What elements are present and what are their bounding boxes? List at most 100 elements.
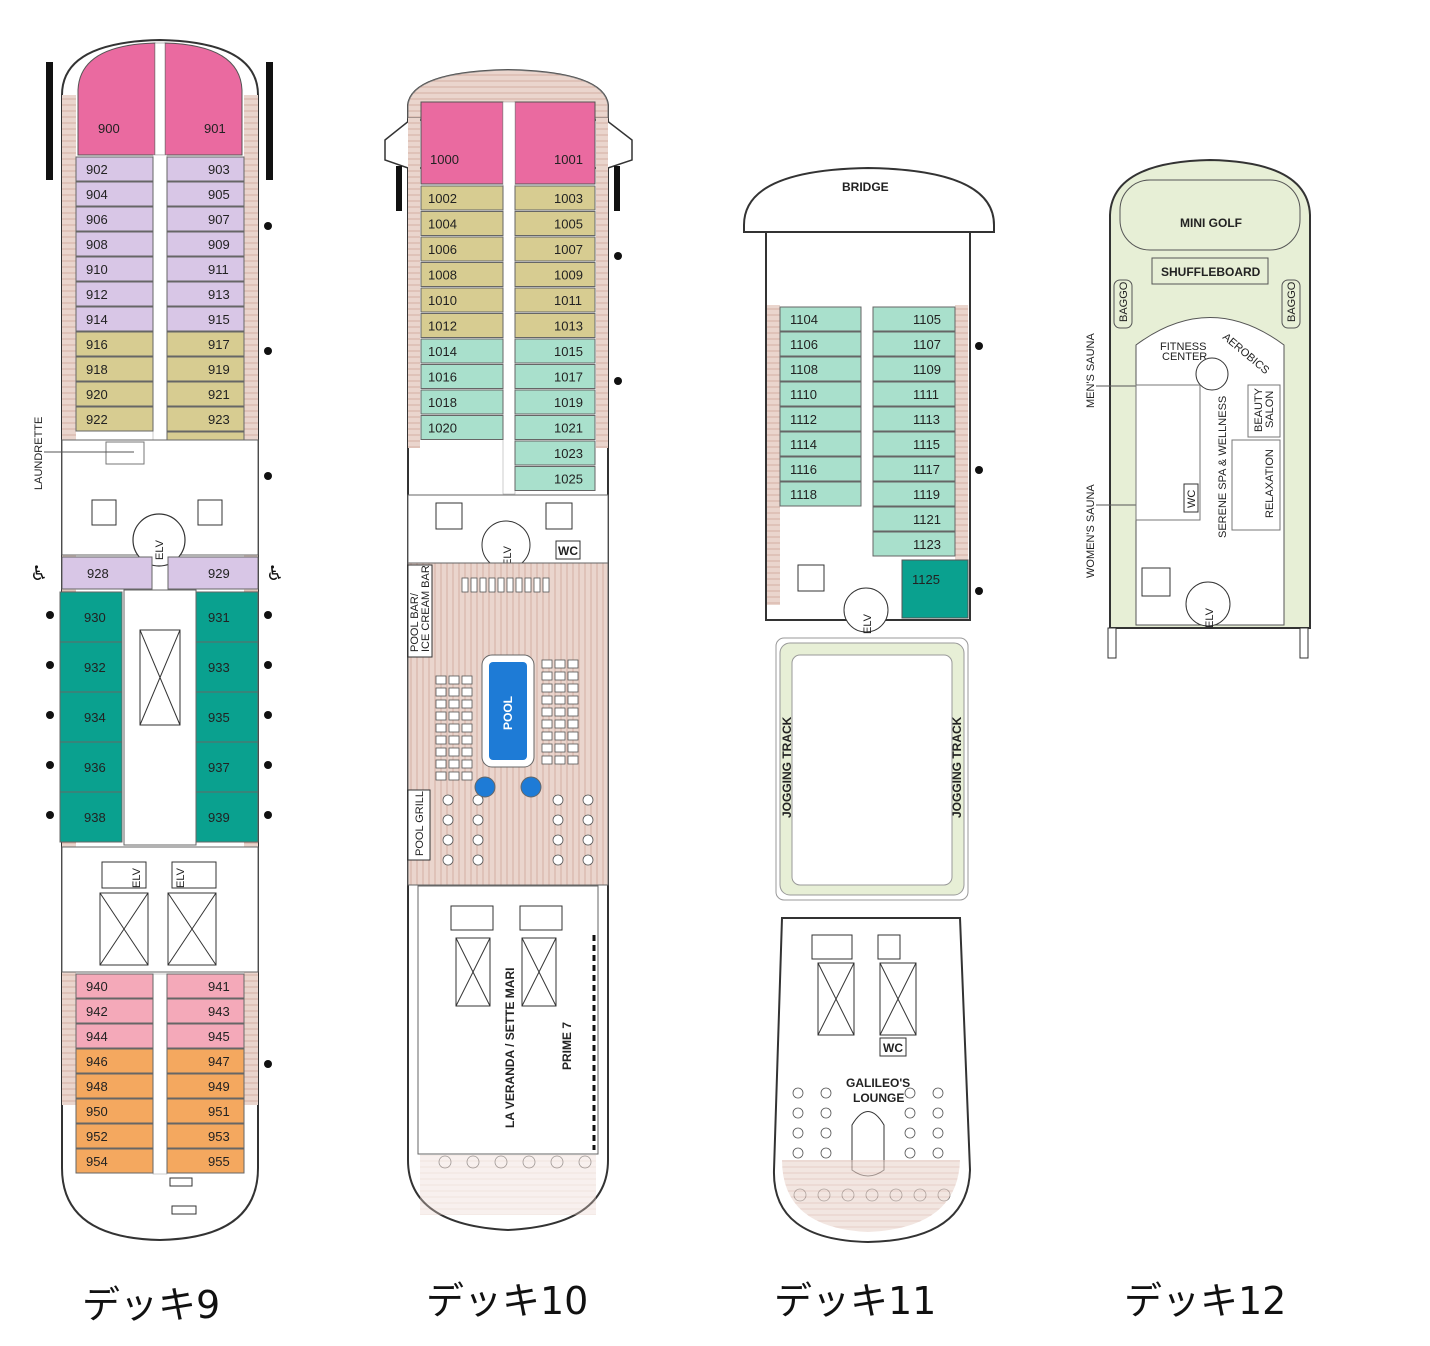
cabin-1011[interactable]: [514, 287, 596, 313]
cabin-942[interactable]: [75, 998, 154, 1024]
cabin-1112[interactable]: [779, 406, 862, 432]
deck9-cabin-929[interactable]: [167, 556, 259, 590]
cabin-910[interactable]: [75, 256, 154, 282]
deck10-whirlpool-left[interactable]: [474, 776, 496, 798]
cabin-923[interactable]: [166, 406, 245, 432]
cabin-941[interactable]: [166, 973, 245, 999]
deck12-relaxation[interactable]: [1231, 439, 1281, 531]
cabin-939[interactable]: [195, 791, 259, 843]
cabin-946[interactable]: [75, 1048, 154, 1074]
cabin-1012[interactable]: [420, 313, 504, 338]
cabin-1005[interactable]: [514, 211, 596, 236]
deck9-cabin-928[interactable]: [61, 556, 153, 590]
cabin-1007[interactable]: [514, 236, 596, 262]
cabin-1017[interactable]: [514, 364, 596, 389]
cabin-1113[interactable]: [872, 406, 956, 432]
cabin-1117[interactable]: [872, 456, 956, 482]
cabin-911[interactable]: [166, 256, 245, 282]
cabin-930[interactable]: [59, 591, 123, 643]
deck12-wc[interactable]: [1183, 483, 1199, 513]
cabin-1119[interactable]: [872, 481, 956, 507]
cabin-904[interactable]: [75, 181, 154, 207]
cabin-938[interactable]: [59, 791, 123, 843]
cabin-913[interactable]: [166, 281, 245, 307]
cabin-916[interactable]: [75, 331, 154, 357]
cabin-931[interactable]: [195, 591, 259, 643]
cabin-943[interactable]: [166, 998, 245, 1024]
deck10-stairs-left[interactable]: [435, 502, 463, 530]
deck10-wc[interactable]: [555, 540, 581, 560]
cabin-1010[interactable]: [420, 287, 504, 313]
deck12-stairs[interactable]: [1141, 567, 1171, 597]
cabin-1025[interactable]: [514, 466, 596, 491]
cabin-933[interactable]: [195, 641, 259, 693]
deck10-suite-1001[interactable]: [514, 101, 596, 185]
cabin-917[interactable]: [166, 331, 245, 357]
cabin-1020[interactable]: [420, 415, 504, 440]
cabin-921[interactable]: [166, 381, 245, 407]
cabin-1118[interactable]: [779, 481, 862, 507]
deck10-pool-grill[interactable]: [407, 789, 431, 861]
cabin-922[interactable]: [75, 406, 154, 432]
cabin-1107[interactable]: [872, 331, 956, 357]
cabin-952[interactable]: [75, 1123, 154, 1149]
deck9-aft-elevator-right[interactable]: [171, 861, 217, 889]
cabin-1111[interactable]: [872, 381, 956, 407]
cabin-940[interactable]: [75, 973, 154, 999]
cabin-936[interactable]: [59, 741, 123, 793]
cabin-1115[interactable]: [872, 431, 956, 457]
cabin-947[interactable]: [166, 1048, 245, 1074]
cabin-1013[interactable]: [514, 313, 596, 338]
cabin-903[interactable]: [166, 156, 245, 182]
deck11-cabin-1125[interactable]: [901, 559, 969, 619]
deck10-pool[interactable]: [489, 662, 527, 760]
deck10-suite-1000[interactable]: [420, 101, 504, 185]
deck9-suite-901[interactable]: [164, 42, 243, 156]
cabin-919[interactable]: [166, 356, 245, 382]
cabin-920[interactable]: [75, 381, 154, 407]
cabin-1108[interactable]: [779, 356, 862, 382]
deck9-aft-elevator-left[interactable]: [101, 861, 147, 889]
cabin-945[interactable]: [166, 1023, 245, 1049]
deck12-baggo-left[interactable]: [1113, 279, 1133, 329]
deck10-whirlpool-right[interactable]: [520, 776, 542, 798]
deck9-elevator-lobby[interactable]: [132, 513, 186, 567]
deck12-mini-golf[interactable]: [1119, 179, 1301, 251]
deck12-baggo-right[interactable]: [1281, 279, 1301, 329]
cabin-1006[interactable]: [420, 236, 504, 262]
cabin-1008[interactable]: [420, 262, 504, 287]
cabin-914[interactable]: [75, 306, 154, 332]
cabin-909[interactable]: [166, 231, 245, 257]
cabin-1109[interactable]: [872, 356, 956, 382]
deck11-elevator-left[interactable]: [811, 934, 853, 960]
cabin-932[interactable]: [59, 641, 123, 693]
cabin-953[interactable]: [166, 1123, 245, 1149]
cabin-1004[interactable]: [420, 211, 504, 236]
cabin-1015[interactable]: [514, 338, 596, 364]
cabin-950[interactable]: [75, 1098, 154, 1124]
cabin-1021[interactable]: [514, 415, 596, 440]
cabin-1023[interactable]: [514, 440, 596, 466]
cabin-951[interactable]: [166, 1098, 245, 1124]
cabin-949[interactable]: [166, 1073, 245, 1099]
cabin-918[interactable]: [75, 356, 154, 382]
deck11-elevator-right[interactable]: [877, 934, 901, 960]
cabin-906[interactable]: [75, 206, 154, 232]
cabin-915[interactable]: [166, 306, 245, 332]
cabin-934[interactable]: [59, 691, 123, 743]
deck12-elevator-lobby[interactable]: [1185, 581, 1231, 627]
cabin-1002[interactable]: [420, 185, 504, 211]
cabin-1003[interactable]: [514, 185, 596, 211]
deck11-elevator-lobby[interactable]: [843, 587, 889, 633]
cabin-1016[interactable]: [420, 364, 504, 389]
cabin-1105[interactable]: [872, 306, 956, 332]
cabin-902[interactable]: [75, 156, 154, 182]
cabin-907[interactable]: [166, 206, 245, 232]
cabin-1121[interactable]: [872, 506, 956, 532]
cabin-954[interactable]: [75, 1148, 154, 1174]
deck10-elevator-right[interactable]: [519, 905, 563, 931]
cabin-1018[interactable]: [420, 389, 504, 415]
cabin-1110[interactable]: [779, 381, 862, 407]
cabin-1104[interactable]: [779, 306, 862, 332]
cabin-1116[interactable]: [779, 456, 862, 482]
